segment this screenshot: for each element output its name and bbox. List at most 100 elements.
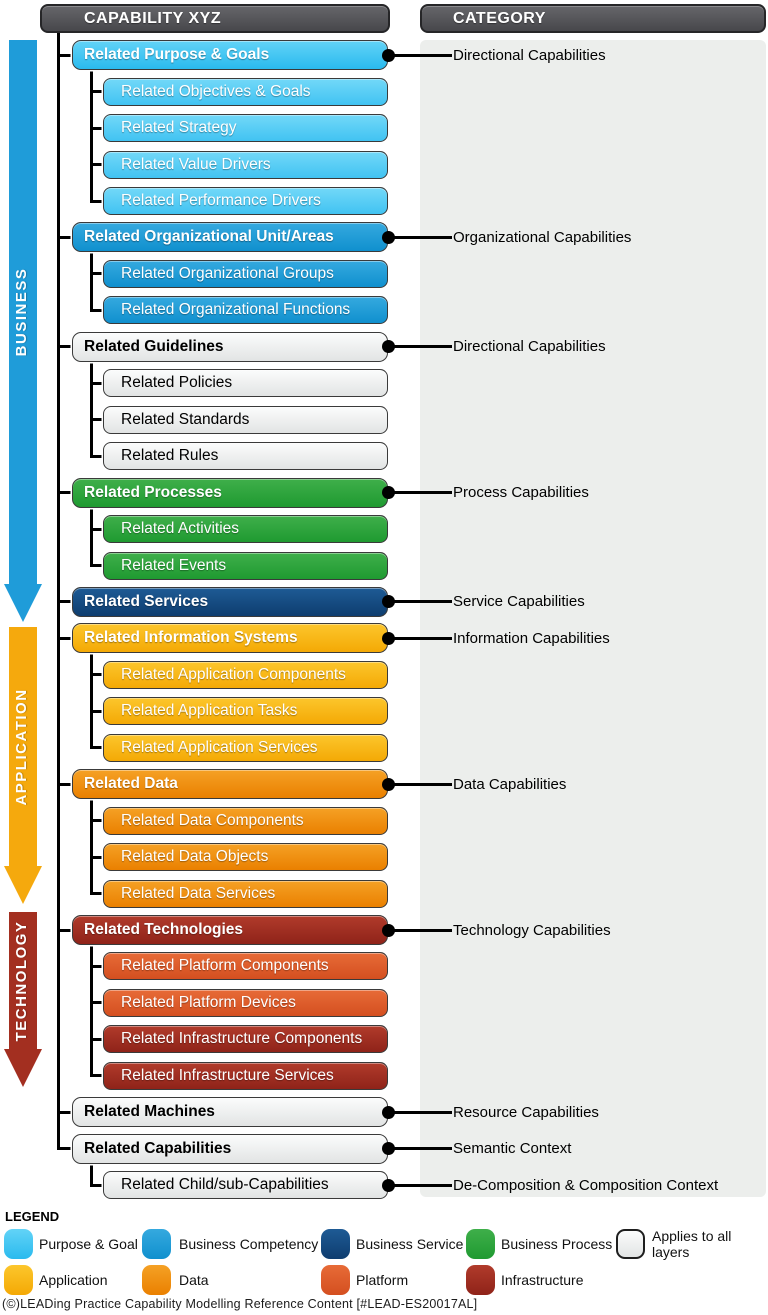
tree-node-related-processes: Related Processes — [72, 477, 388, 508]
tree-node-related-purpose-goals: Related Purpose & Goals — [72, 40, 388, 71]
legend-label-infrastructure: Infrastructure — [501, 1272, 584, 1288]
category-label-organizational-capabilities: Organizational Capabilities — [453, 228, 632, 246]
tree-node-related-technologies: Related Technologies — [72, 915, 388, 945]
tree-branch-line — [90, 855, 103, 859]
category-label-semantic-context: Semantic Context — [453, 1140, 572, 1158]
tree-node-related-application-services: Related Application Services — [103, 733, 388, 762]
legend-label-business-process: Business Process — [501, 1236, 613, 1252]
category-connector-dot — [381, 631, 395, 645]
tree-node-related-platform-components: Related Platform Components — [103, 952, 388, 981]
tree-node-related-performance-drivers: Related Performance Drivers — [103, 187, 388, 215]
legend-label-business-service: Business Service — [356, 1236, 464, 1252]
tree-branch-line — [90, 797, 93, 894]
tree-node-related-events: Related Events — [103, 551, 388, 580]
category-label-de-composition-composition-context: De-Composition & Composition Context — [453, 1176, 719, 1194]
tree-node-related-activities: Related Activities — [103, 515, 388, 544]
tree-node-related-data: Related Data — [72, 769, 388, 800]
tree-branch-line — [57, 235, 72, 239]
tree-branch-line — [57, 600, 72, 604]
tree-node-related-standards: Related Standards — [103, 405, 388, 434]
category-connector-dot — [381, 1178, 395, 1192]
tree-branch-line — [57, 345, 72, 349]
tree-branch-line — [90, 673, 103, 677]
tree-node-related-rules: Related Rules — [103, 442, 388, 471]
tree-branch-line — [90, 1161, 93, 1186]
tree-branch-line — [57, 782, 72, 786]
category-connector-dot — [381, 486, 395, 500]
layer-arrow-head-technology — [4, 1049, 42, 1087]
tree-branch-line — [90, 564, 103, 567]
tree-branch-line — [57, 53, 72, 57]
capability-header-label: CAPABILITY XYZ — [84, 9, 222, 27]
tree-branch-line — [90, 1074, 103, 1078]
category-connector-line — [388, 235, 452, 239]
tree-node-related-application-components: Related Application Components — [103, 660, 388, 689]
category-label-information-capabilities: Information Capabilities — [453, 629, 610, 647]
tree-branch-line — [57, 1110, 72, 1114]
tree-node-related-machines: Related Machines — [72, 1097, 388, 1128]
category-label-data-capabilities: Data Capabilities — [453, 775, 567, 793]
category-label-process-capabilities: Process Capabilities — [453, 484, 589, 502]
tree-branch-line — [57, 636, 72, 640]
tree-branch-line — [90, 505, 93, 566]
legend-label-data: Data — [179, 1272, 209, 1288]
category-header: CATEGORY — [420, 4, 766, 33]
tree-trunk-line — [57, 33, 60, 1149]
tree-branch-line — [90, 90, 103, 94]
legend-swatch-business-service — [321, 1229, 350, 1259]
footer-copyright: (©)LEADing Practice Capability Modelling… — [2, 1297, 478, 1311]
category-connector-line — [388, 636, 452, 640]
tree-branch-line — [90, 308, 103, 312]
legend-swatch-business-competency — [142, 1229, 171, 1259]
tree-branch-line — [57, 491, 72, 495]
category-connector-dot — [381, 1105, 395, 1119]
tree-node-related-organizational-functions: Related Organizational Functions — [103, 296, 388, 325]
legend-label-applies-to-all-layers: Applies to all layers — [652, 1228, 732, 1260]
category-connector-dot — [381, 48, 395, 62]
layer-arrow-application — [9, 627, 37, 866]
tree-branch-line — [90, 1183, 103, 1187]
legend-label-platform: Platform — [356, 1272, 409, 1288]
category-connector-dot — [381, 340, 395, 354]
layer-arrow-head-business — [4, 584, 42, 622]
tree-branch-line — [90, 381, 103, 385]
tree-node-related-information-systems: Related Information Systems — [72, 623, 388, 654]
legend-swatch-platform — [321, 1265, 350, 1295]
tree-node-related-data-services: Related Data Services — [103, 879, 388, 908]
tree-node-related-application-tasks: Related Application Tasks — [103, 697, 388, 726]
tree-branch-line — [90, 68, 93, 201]
tree-node-related-objectives-goals: Related Objectives & Goals — [103, 77, 388, 106]
category-connector-line — [388, 928, 452, 932]
tree-branch-line — [90, 1037, 103, 1041]
tree-branch-line — [90, 746, 103, 750]
legend-swatch-applies-to-all-layers — [616, 1229, 645, 1259]
legend-swatch-data — [142, 1265, 171, 1295]
legend-label-application: Application — [39, 1272, 108, 1288]
tree-branch-line — [90, 250, 93, 311]
layer-arrow-business — [9, 40, 37, 584]
legend-label-business-competency: Business Competency — [179, 1236, 319, 1252]
tree-branch-line — [90, 163, 103, 167]
legend-title: LEGEND — [5, 1209, 60, 1224]
tree-node-related-organizational-unit-areas: Related Organizational Unit/Areas — [72, 222, 388, 253]
tree-branch-line — [90, 709, 103, 713]
legend-swatch-infrastructure — [466, 1265, 495, 1295]
tree-node-related-capabilities: Related Capabilities — [72, 1133, 388, 1164]
category-label-service-capabilities: Service Capabilities — [453, 593, 585, 611]
category-connector-line — [388, 1183, 452, 1187]
layer-arrow-label-technology: TECHNOLOGY — [13, 920, 30, 1041]
layer-arrow-technology — [9, 912, 37, 1049]
tree-branch-line — [90, 126, 103, 130]
category-panel — [420, 40, 766, 1197]
category-label-technology-capabilities: Technology Capabilities — [453, 921, 611, 939]
tree-node-related-infrastructure-services: Related Infrastructure Services — [103, 1061, 388, 1090]
tree-branch-line — [90, 1001, 103, 1005]
tree-node-related-strategy: Related Strategy — [103, 114, 388, 143]
tree-node-related-services: Related Services — [72, 586, 388, 617]
category-connector-dot — [381, 923, 395, 937]
category-label-directional-capabilities: Directional Capabilities — [453, 338, 606, 356]
tree-branch-line — [90, 964, 103, 968]
legend-label-purpose-goal: Purpose & Goal — [39, 1236, 138, 1252]
tree-node-related-infrastructure-components: Related Infrastructure Components — [103, 1025, 388, 1054]
tree-branch-line — [90, 943, 93, 1076]
